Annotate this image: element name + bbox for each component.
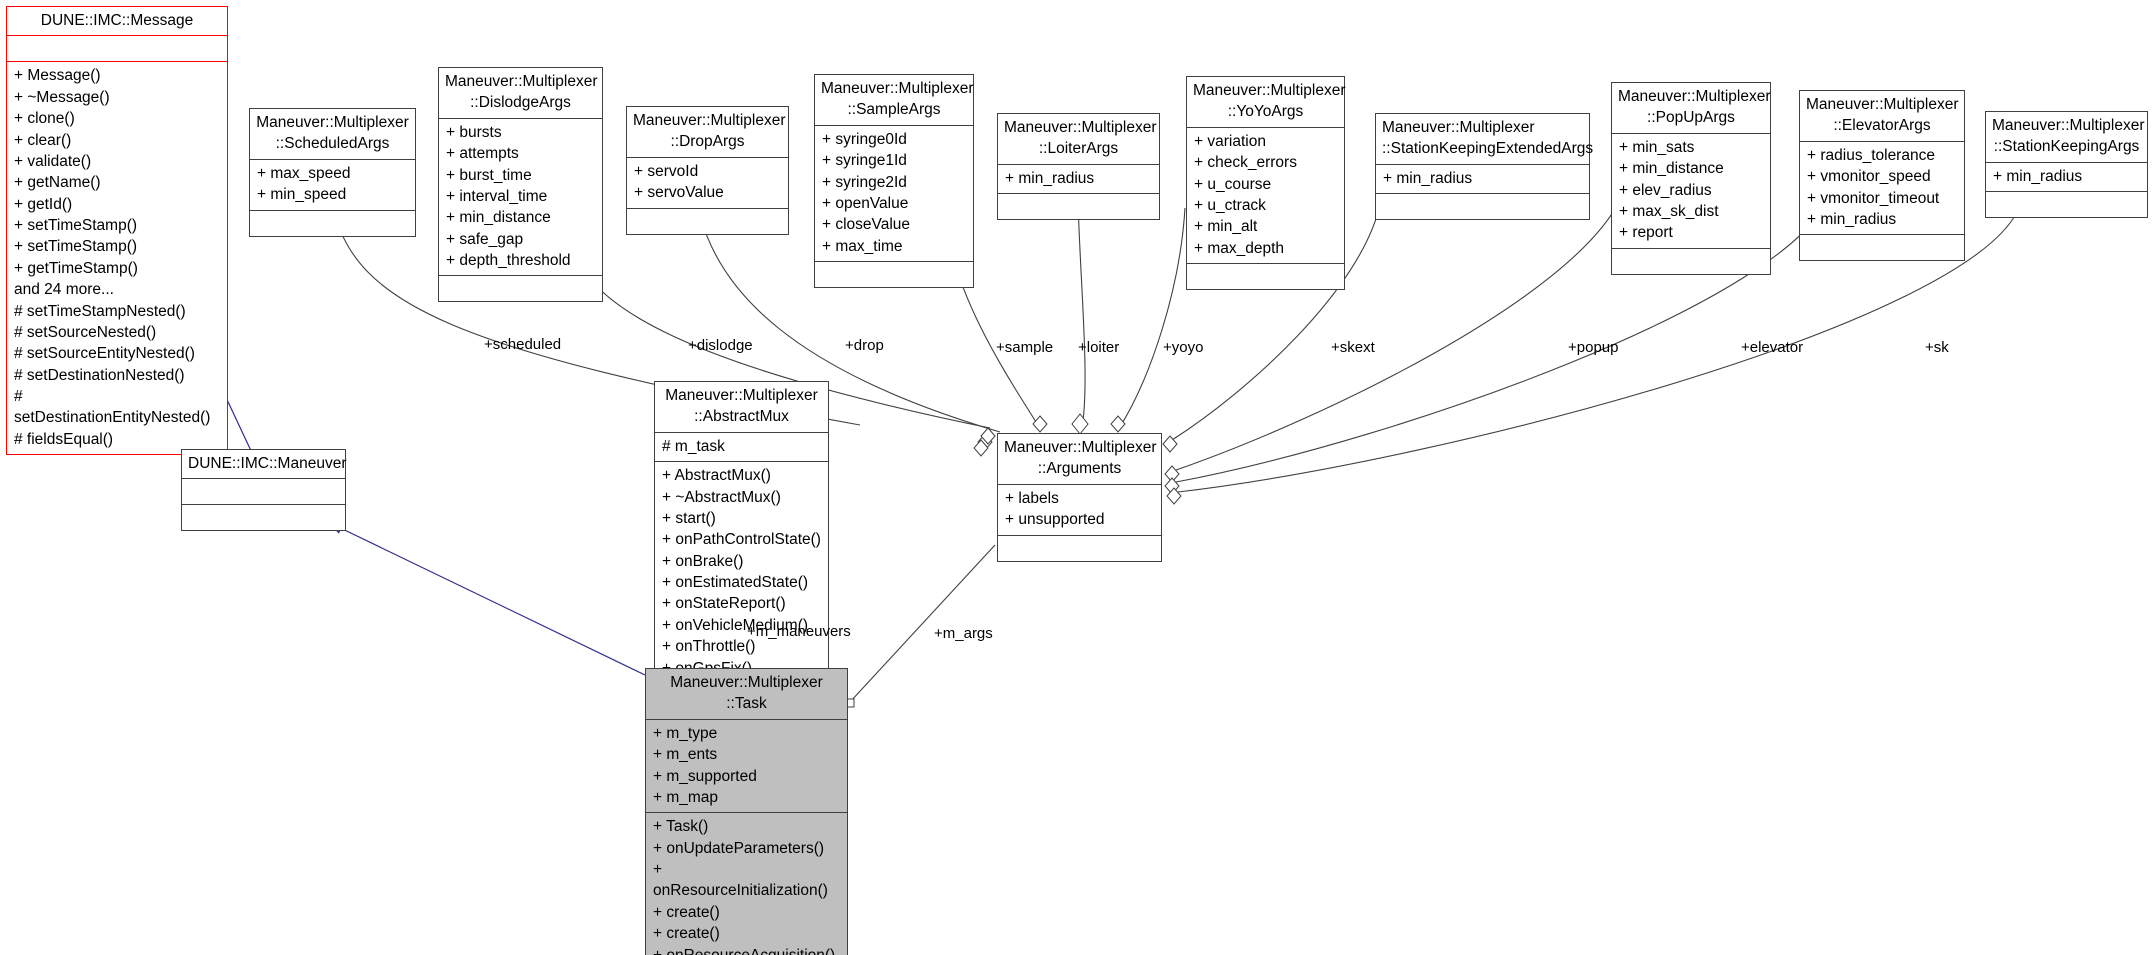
class-title: Maneuver::Multiplexer ::AbstractMux	[655, 382, 828, 433]
class-title: Maneuver::Multiplexer ::PopUpArgs	[1612, 83, 1770, 134]
class-node-sample-args[interactable]: Maneuver::Multiplexer ::SampleArgs + syr…	[814, 74, 974, 288]
class-operations	[1986, 192, 2147, 217]
class-attributes: + m_type + m_ents + m_supported + m_map	[646, 720, 847, 814]
class-title: Maneuver::Multiplexer ::ElevatorArgs	[1800, 91, 1964, 142]
class-attributes: + servoId + servoValue	[627, 158, 788, 209]
class-attributes	[182, 479, 345, 506]
class-node-abstract-mux[interactable]: Maneuver::Multiplexer ::AbstractMux # m_…	[654, 381, 829, 684]
class-node-yoyo-args[interactable]: Maneuver::Multiplexer ::YoYoArgs + varia…	[1186, 76, 1345, 290]
class-attributes: + min_radius	[1376, 165, 1589, 195]
edge-label-loiter: +loiter	[1078, 339, 1120, 356]
class-attributes: + min_radius	[998, 165, 1159, 195]
class-node-station-keeping-args[interactable]: Maneuver::Multiplexer ::StationKeepingAr…	[1985, 111, 2148, 219]
class-operations	[182, 505, 345, 530]
class-title: Maneuver::Multiplexer ::StationKeepingEx…	[1376, 114, 1593, 165]
class-operations: + Message() + ~Message() + clone() + cle…	[14, 67, 211, 448]
class-title: Maneuver::Multiplexer ::YoYoArgs	[1187, 77, 1345, 128]
class-operations	[1187, 264, 1344, 289]
class-title: Maneuver::Multiplexer ::SampleArgs	[815, 75, 973, 126]
class-operations	[1800, 235, 1964, 260]
class-node-scheduled-args[interactable]: Maneuver::Multiplexer ::ScheduledArgs + …	[249, 108, 416, 237]
class-node-popup-args[interactable]: Maneuver::Multiplexer ::PopUpArgs + min_…	[1611, 82, 1771, 275]
class-title: DUNE::IMC::Maneuver	[182, 450, 346, 480]
class-operations	[439, 276, 602, 301]
class-node-arguments[interactable]: Maneuver::Multiplexer ::Arguments + labe…	[997, 433, 1162, 562]
class-attributes: + syringe0Id + syringe1Id + syringe2Id +…	[815, 126, 973, 262]
class-title: Maneuver::Multiplexer ::LoiterArgs	[998, 114, 1159, 165]
class-attributes: + max_speed + min_speed	[250, 160, 415, 211]
edge-label-drop: +drop	[845, 337, 884, 354]
edge-label-yoyo: +yoyo	[1163, 339, 1204, 356]
edge-label-sample: +sample	[996, 339, 1054, 356]
class-node-task[interactable]: Maneuver::Multiplexer ::Task + m_type + …	[645, 668, 848, 955]
class-operations	[998, 536, 1161, 561]
class-node-elevator-args[interactable]: Maneuver::Multiplexer ::ElevatorArgs + r…	[1799, 90, 1965, 262]
class-operations: + AbstractMux() + ~AbstractMux() + start…	[662, 467, 821, 676]
class-attributes	[7, 36, 227, 63]
class-operations	[1376, 194, 1589, 219]
edge-label-sk: +sk	[1925, 339, 1949, 356]
class-node-station-keeping-extended-args[interactable]: Maneuver::Multiplexer ::StationKeepingEx…	[1375, 113, 1593, 221]
class-node-dislodge-args[interactable]: Maneuver::Multiplexer ::DislodgeArgs + b…	[438, 67, 603, 303]
edge-label-scheduled: +scheduled	[484, 336, 562, 353]
edge-label-dislodge: +dislodge	[688, 337, 753, 354]
class-operations	[998, 194, 1159, 219]
edge-label-popup: +popup	[1568, 339, 1619, 356]
class-title: Maneuver::Multiplexer ::DislodgeArgs	[439, 68, 602, 119]
edge-label-m-args: +m_args	[934, 625, 993, 642]
class-title: Maneuver::Multiplexer ::Arguments	[998, 434, 1161, 485]
class-operations: + Task() + onUpdateParameters() + onReso…	[653, 818, 836, 955]
class-node-drop-args[interactable]: Maneuver::Multiplexer ::DropArgs + servo…	[626, 106, 789, 235]
class-attributes: + bursts + attempts + burst_time + inter…	[439, 119, 602, 277]
class-attributes: + min_radius	[1986, 163, 2147, 193]
class-title: Maneuver::Multiplexer ::StationKeepingAr…	[1986, 112, 2147, 163]
class-title: DUNE::IMC::Message	[7, 7, 227, 37]
edge-label-elevator: +elevator	[1741, 339, 1804, 356]
class-title: Maneuver::Multiplexer ::Task	[646, 669, 847, 720]
class-node-maneuver[interactable]: DUNE::IMC::Maneuver	[181, 449, 346, 532]
class-node-message[interactable]: DUNE::IMC::Message + Message() + ~Messag…	[6, 6, 228, 456]
class-title: Maneuver::Multiplexer ::ScheduledArgs	[250, 109, 415, 160]
edge-label-skext: +skext	[1331, 339, 1375, 356]
class-attributes: + variation + check_errors + u_course + …	[1187, 128, 1344, 264]
class-title: Maneuver::Multiplexer ::DropArgs	[627, 107, 788, 158]
edge-label-m-maneuvers: +m_maneuvers	[747, 623, 851, 640]
class-operations	[815, 262, 973, 287]
class-attributes: + radius_tolerance + vmonitor_speed + vm…	[1800, 142, 1964, 236]
class-attributes: # m_task	[655, 433, 828, 463]
class-attributes: + min_sats + min_distance + elev_radius …	[1612, 134, 1770, 249]
class-node-loiter-args[interactable]: Maneuver::Multiplexer ::LoiterArgs + min…	[997, 113, 1160, 221]
class-operations	[1612, 249, 1770, 274]
class-attributes: + labels + unsupported	[998, 485, 1161, 536]
class-operations	[627, 209, 788, 234]
class-operations	[250, 211, 415, 236]
